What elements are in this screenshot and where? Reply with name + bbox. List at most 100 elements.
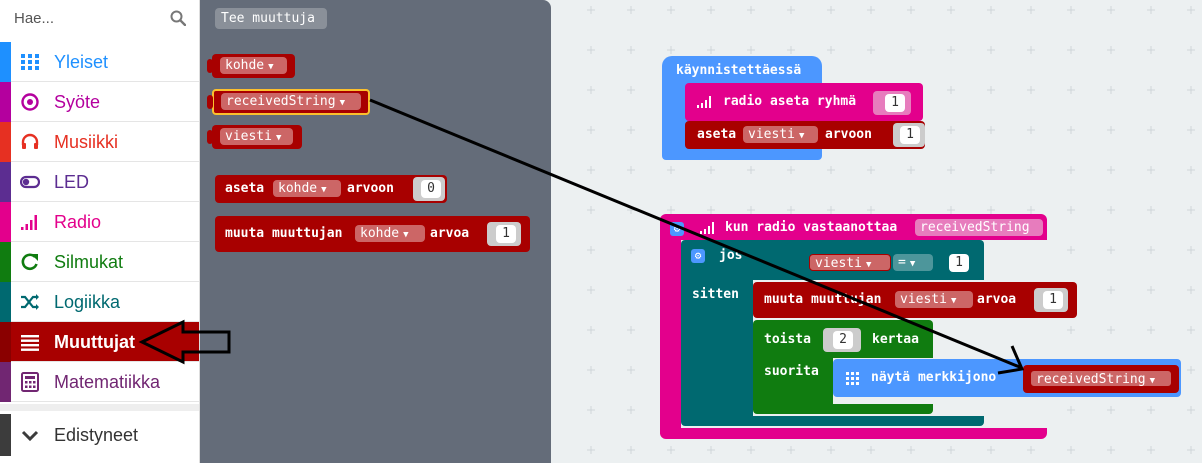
change-variable-block[interactable]: muuta muuttujan viesti▼ arvoa 1: [753, 282, 1077, 318]
signal-icon: [21, 215, 37, 230]
shuffle-icon: [21, 294, 39, 310]
variable-dropdown[interactable]: viesti▼: [895, 291, 973, 308]
dropdown-text: kohde: [278, 181, 318, 196]
compare-block[interactable]: viesti▼ =▼ 1: [785, 242, 984, 279]
grid-icon: [846, 372, 859, 385]
change-variable-block[interactable]: muuta muuttujan kohde▼ arvoa 1: [215, 216, 530, 252]
make-variable-button[interactable]: Tee muuttuja: [215, 8, 327, 29]
radio-set-group-block[interactable]: radio aseta ryhmä 1: [685, 83, 923, 121]
dropdown-text: kohde: [225, 58, 265, 73]
refresh-icon: [21, 253, 38, 271]
toggle-icon: [20, 175, 40, 189]
variable-dropdown[interactable]: kohde▼: [355, 225, 425, 242]
category-color-bar: [0, 42, 11, 82]
variable-dropdown[interactable]: kohde▼: [273, 180, 341, 197]
then-label: sitten: [692, 287, 739, 302]
block-text: aseta: [697, 127, 737, 142]
number-input[interactable]: 0: [421, 180, 441, 198]
block-text: arvoon: [825, 127, 872, 142]
number-input[interactable]: 1: [949, 254, 969, 272]
dropdown-arrow-icon: ▼: [1149, 376, 1155, 386]
dropdown-arrow-icon: ▼: [268, 62, 274, 72]
dropdown-arrow-icon: ▼: [403, 230, 409, 240]
category-yleiset[interactable]: Yleiset: [0, 42, 199, 82]
category-color-bar: [0, 282, 11, 322]
category-edistyneet[interactable]: Edistyneet: [0, 414, 199, 456]
set-variable-block[interactable]: aseta viesti▼ arvoon 1: [685, 121, 925, 149]
category-label: LED: [54, 172, 90, 192]
block-title: käynnistettäessä: [676, 63, 802, 78]
search-input[interactable]: [0, 0, 199, 36]
category-logiikka[interactable]: Logiikka: [0, 282, 199, 322]
toolbox-divider: [0, 404, 199, 411]
category-syote[interactable]: Syöte: [0, 82, 199, 122]
hat-left-rail: [660, 240, 681, 438]
gear-icon[interactable]: ⚙: [670, 222, 684, 236]
search-box: [0, 0, 199, 36]
dropdown-arrow-icon: ▼: [275, 133, 282, 143]
signal-icon: [697, 96, 711, 108]
chevron-down-icon: [21, 430, 39, 442]
number-input[interactable]: 1: [1043, 291, 1063, 309]
block-text: toista: [764, 332, 811, 347]
grid-icon: [21, 54, 39, 70]
variable-dropdown[interactable]: receivedString▼: [1030, 370, 1172, 387]
category-label: Muuttujat: [54, 332, 135, 352]
dropdown-arrow-icon: ▼: [909, 259, 916, 269]
if-label: jos: [719, 248, 743, 263]
dropdown-text: viesti: [748, 127, 795, 142]
category-label: Musiikki: [54, 132, 119, 152]
number-input[interactable]: 1: [900, 126, 920, 144]
number-input[interactable]: 1: [496, 225, 516, 243]
variable-dropdown[interactable]: viesti▼: [809, 254, 891, 271]
variable-dropdown[interactable]: receivedString▼: [221, 93, 361, 110]
block-text: muuta muuttujan: [764, 292, 882, 307]
dropdown-text: receivedString: [226, 94, 336, 109]
variable-dropdown[interactable]: viesti▼: [220, 128, 293, 145]
category-muuttujat[interactable]: Muuttujat: [0, 322, 199, 362]
gear-icon[interactable]: ⚙: [691, 249, 705, 263]
calculator-icon: [21, 372, 39, 392]
show-string-block[interactable]: näytä merkkijono receivedString▼: [833, 359, 1181, 397]
dropdown-text: receivedString: [1036, 372, 1146, 387]
number-input[interactable]: 2: [833, 331, 853, 349]
search-icon[interactable]: [170, 10, 186, 26]
category-color-bar: [0, 362, 11, 402]
block-text: muuta muuttujan: [225, 226, 343, 241]
block-text: arvoa: [977, 292, 1017, 307]
set-variable-block[interactable]: aseta kohde▼ arvoon 0: [215, 175, 447, 203]
variable-block-receivedstring[interactable]: receivedString▼: [207, 89, 370, 115]
category-label: Logiikka: [54, 292, 121, 312]
category-musiikki[interactable]: Musiikki: [0, 122, 199, 162]
dropdown-arrow-icon: ▼: [865, 260, 872, 270]
block-connector: [207, 95, 213, 109]
block-connector: [207, 59, 213, 73]
block-text: aseta: [225, 181, 265, 196]
category-color-bar: [0, 202, 11, 242]
operator-dropdown[interactable]: =▼: [893, 254, 933, 271]
category-color-bar: [0, 82, 11, 122]
dropdown-arrow-icon: ▼: [339, 98, 345, 108]
dropdown-text: viesti: [900, 292, 947, 307]
block-text: näytä merkkijono: [871, 370, 997, 385]
block-text: radio aseta ryhmä: [723, 94, 857, 109]
category-color-bar: [0, 322, 11, 362]
parameter-received-string[interactable]: receivedString: [915, 219, 1043, 236]
variable-block-kohde[interactable]: kohde▼: [207, 54, 295, 78]
block-text: arvoon: [347, 181, 394, 196]
category-radio[interactable]: Radio: [0, 202, 199, 242]
block-title: kun radio vastaanottaa: [725, 220, 898, 235]
category-led[interactable]: LED: [0, 162, 199, 202]
category-matematiikka[interactable]: Matematiikka: [0, 362, 199, 402]
variable-dropdown[interactable]: viesti▼: [743, 126, 818, 143]
block-text: arvoa: [430, 226, 470, 241]
dropdown-text: kohde: [360, 226, 400, 241]
variable-dropdown[interactable]: kohde▼: [220, 57, 287, 74]
category-silmukat[interactable]: Silmukat: [0, 242, 199, 282]
dropdown-text: viesti: [225, 129, 272, 144]
variable-block-viesti[interactable]: viesti▼: [207, 125, 302, 149]
dropdown-text: =: [898, 255, 906, 270]
category-label: Radio: [54, 212, 102, 232]
headphones-icon: [21, 133, 39, 149]
number-input[interactable]: 1: [885, 94, 905, 112]
